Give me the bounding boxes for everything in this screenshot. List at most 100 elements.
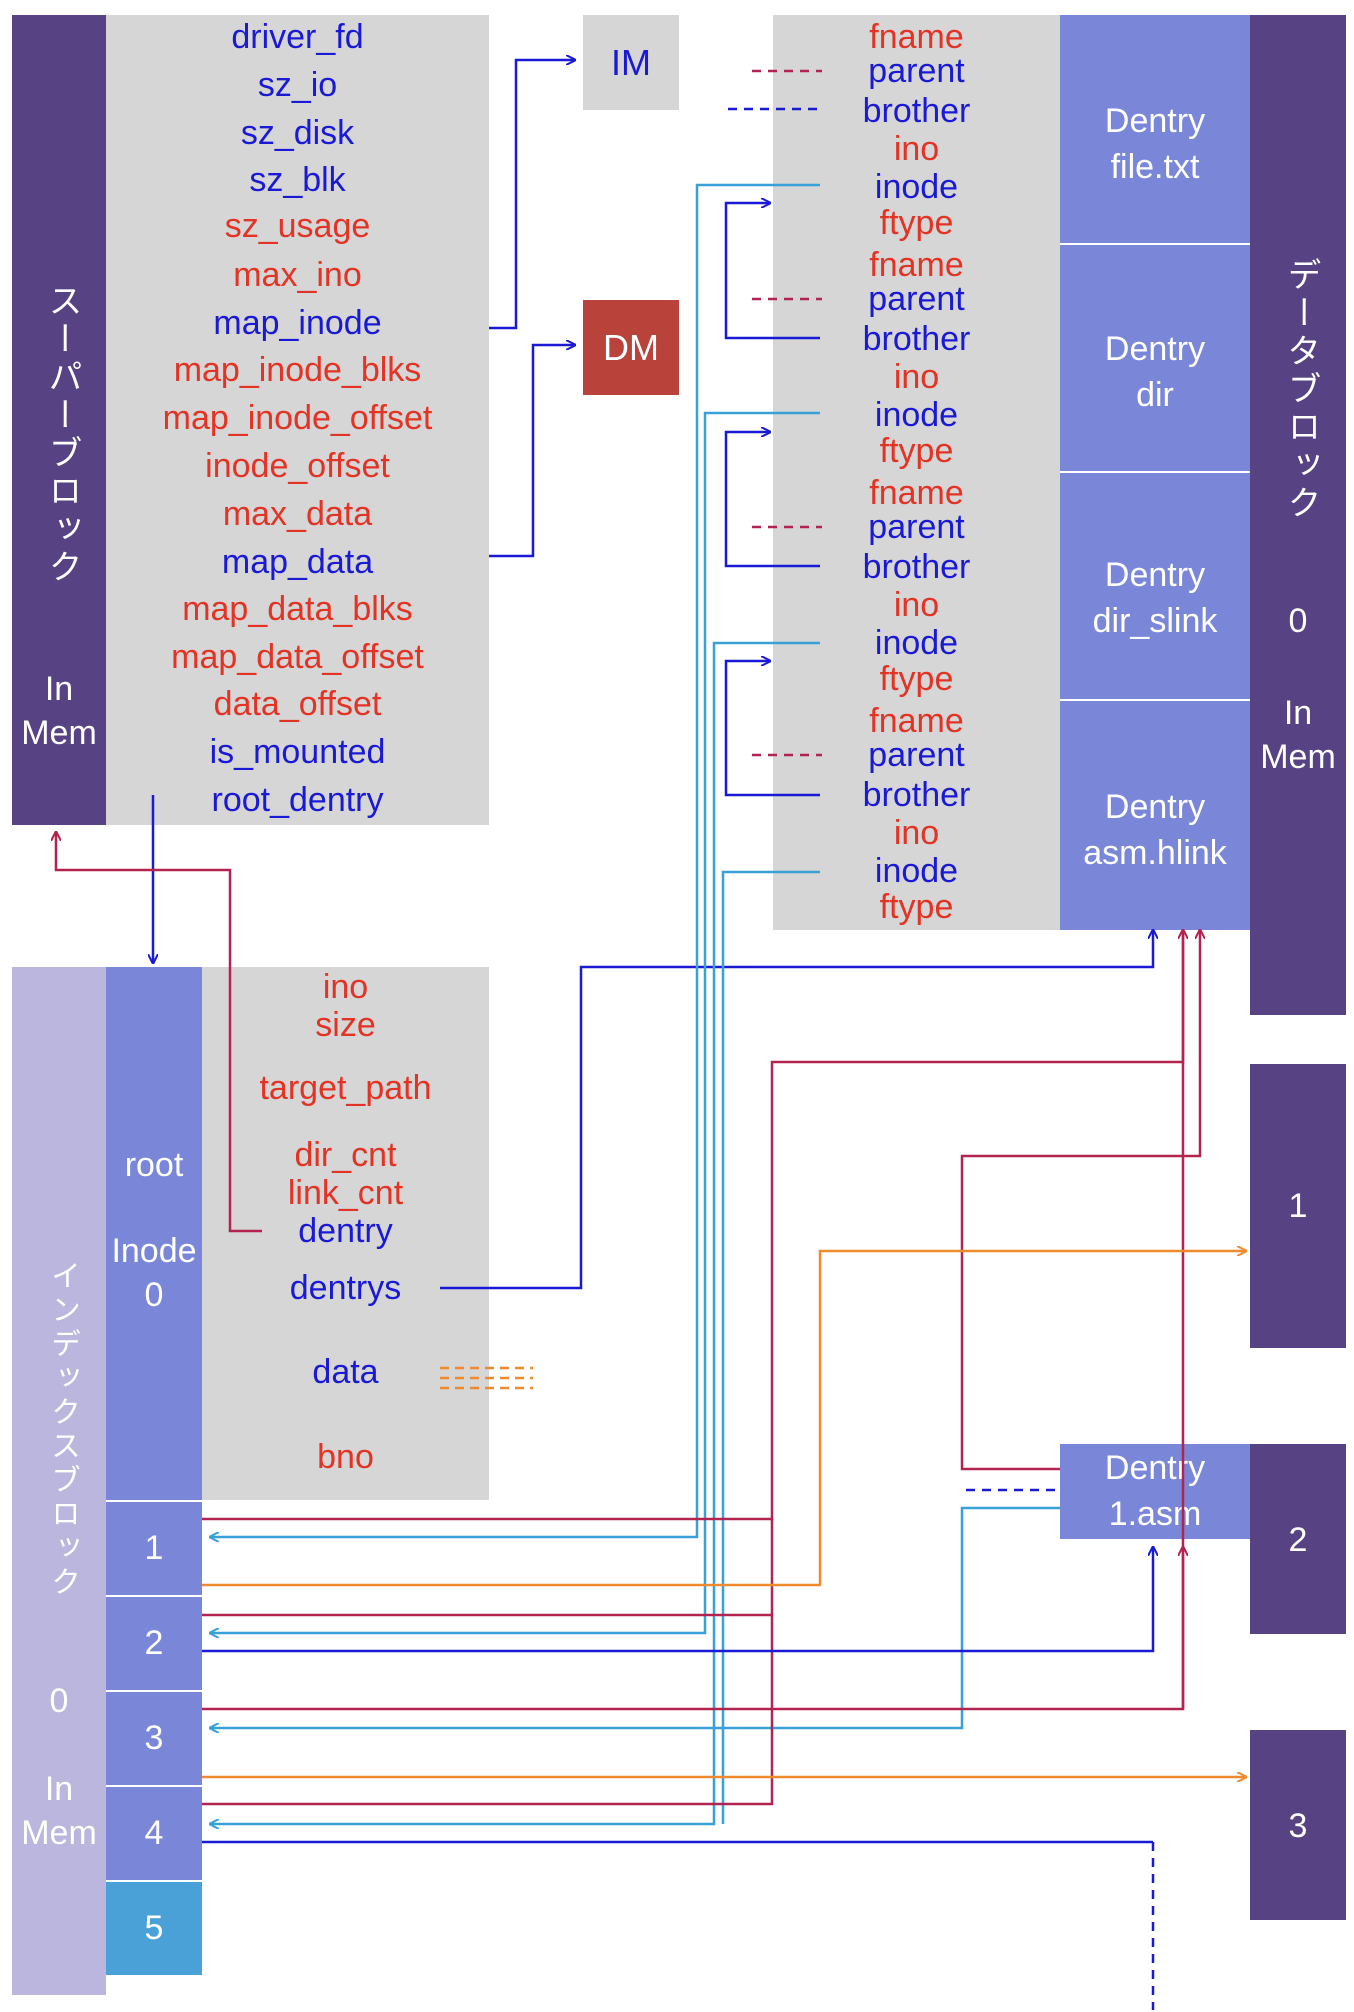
dentry-fields-panel: fname parent brother ino inode ftype fna…	[773, 15, 1060, 930]
inode-5: 5	[106, 1882, 202, 1975]
inode-1-dentry-link	[202, 930, 1183, 1521]
inode-2: 2	[106, 1597, 202, 1690]
datablock-3: 3	[1250, 1730, 1346, 1920]
dentry-divider	[1060, 471, 1250, 473]
dentry-asm-title: Dentry	[1104, 1449, 1206, 1487]
sb-field-sz-disk: sz_disk	[240, 114, 355, 152]
inode-0-label: Inode 0	[111, 1232, 197, 1314]
dentry-asm-parent-link	[960, 930, 1200, 1471]
dentry-2-fields: fname parent brother ino inode ftype	[773, 471, 1060, 699]
superblock-label-jp: スーパーブロック	[42, 283, 82, 587]
brother-link	[724, 432, 820, 568]
inode-1-label: 1	[144, 1529, 164, 1567]
dm-box: DM	[583, 300, 679, 395]
dentry-field-ino: ino	[893, 130, 940, 168]
sb-field-map-inode-blks: map_inode_blks	[173, 351, 422, 389]
dentry-field-brother: brother	[862, 548, 971, 586]
dentry-name-panel: Dentry file.txt Dentry dir Dentry dir_sl…	[1060, 15, 1250, 930]
inode-field-ino: ino	[322, 968, 369, 1006]
dentry-field-fname: fname	[869, 474, 964, 512]
map-inode-to-im-line	[489, 60, 575, 330]
sb-field-map-data-blks: map_data_blks	[182, 590, 413, 628]
brother-link	[724, 203, 820, 340]
superblock-label-mem: In Mem	[21, 670, 97, 752]
dentry-field-inode: inode	[874, 624, 959, 662]
dm-label: DM	[603, 327, 659, 368]
inode-4-label: 4	[144, 1814, 164, 1852]
dentry-field-parent: parent	[868, 736, 965, 774]
indexblock-label-mem: In Mem	[21, 1770, 97, 1852]
dentry-2-name: dir_slink	[1092, 602, 1218, 640]
datablock-0-label-panel: データブロック 0 In Mem	[1250, 15, 1346, 1015]
dentry-1-title: Dentry	[1104, 330, 1206, 368]
sb-field-map-inode-offset: map_inode_offset	[162, 399, 433, 437]
datablock-2-num: 2	[1288, 1521, 1308, 1559]
sb-field-driver-fd: driver_fd	[231, 18, 364, 56]
datablock-0-num: 0	[1288, 602, 1308, 640]
inode-1: 1	[106, 1502, 202, 1595]
sb-field-max-data: max_data	[222, 495, 373, 533]
sb-field-is-mounted: is_mounted	[209, 733, 386, 771]
inode-4: 4	[106, 1787, 202, 1880]
inode-field-bno: bno	[317, 1438, 374, 1476]
dentry-field-ftype: ftype	[879, 432, 954, 470]
dentry-field-fname: fname	[869, 702, 964, 740]
datablock-0-label-mem: In Mem	[1260, 694, 1336, 776]
root-label: root	[124, 1146, 184, 1184]
dentry-divider	[1060, 699, 1250, 701]
datablock-1: 1	[1250, 1064, 1346, 1348]
sb-field-root-dentry: root_dentry	[211, 781, 384, 819]
brother-link	[724, 661, 820, 797]
inode-4-dentry-link	[202, 1519, 774, 1806]
dentry-field-parent: parent	[868, 508, 965, 546]
dentry-field-parent: parent	[868, 52, 965, 90]
dentry-0-title: Dentry	[1104, 102, 1206, 140]
inode-2-label: 2	[144, 1624, 164, 1662]
dentry-3-title: Dentry	[1104, 788, 1206, 826]
dentry-field-ftype: ftype	[879, 204, 954, 242]
dentry-inode-to-inode-4	[210, 641, 820, 1824]
sb-field-sz-usage: sz_usage	[224, 207, 371, 245]
sb-field-inode-offset: inode_offset	[205, 447, 390, 485]
dentry-field-brother: brother	[862, 92, 971, 130]
dentry-field-parent: parent	[868, 280, 965, 318]
indexblock-label-jp: インデックスブロック	[45, 1260, 80, 1600]
sb-field-map-data-offset: map_data_offset	[171, 638, 424, 676]
inode-3-dentry-link	[202, 930, 1185, 1711]
dentry-field-inode: inode	[874, 168, 959, 206]
sb-field-sz-io: sz_io	[257, 66, 338, 104]
inode-fields-panel: ino size target_path dir_cnt link_cnt de…	[202, 967, 489, 1500]
inode-field-dir-cnt: dir_cnt	[294, 1136, 397, 1174]
dentry-divider	[1060, 243, 1250, 245]
datablock-2: 2	[1250, 1444, 1346, 1634]
dentry-2-title: Dentry	[1104, 556, 1206, 594]
inode-field-size: size	[315, 1006, 376, 1044]
dentry-field-ftype: ftype	[879, 660, 954, 698]
superblock-label-panel: スーパーブロック In Mem	[12, 15, 106, 825]
datablock-3-num: 3	[1288, 1807, 1308, 1845]
root-inode-label: root Inode 0	[106, 967, 202, 1500]
dentry-0-fields: fname parent brother ino inode ftype	[773, 15, 1060, 243]
data-pointer-dashes	[440, 1366, 533, 1390]
dentry-3-fields: fname parent brother ino inode ftype	[773, 699, 1060, 927]
dentry-field-inode: inode	[874, 396, 959, 434]
dentry-asm-inode-to-inode-3	[210, 1506, 1060, 1728]
inode-field-dentry: dentry	[298, 1212, 393, 1250]
dentry-field-ino: ino	[893, 814, 940, 852]
dentrys-to-dentry-line	[440, 930, 1153, 1290]
sb-field-map-data: map_data	[221, 543, 374, 581]
dentry-asm-name: 1.asm	[1108, 1495, 1202, 1533]
inode-field-dentrys: dentrys	[289, 1269, 402, 1307]
dentry-asm-box: Dentry 1.asm	[1060, 1444, 1250, 1539]
im-box: IM	[583, 15, 679, 110]
inode-5-label: 5	[144, 1909, 164, 1947]
map-data-to-dm-line	[489, 345, 575, 558]
indexblock-label-panel: インデックスブロック 0 In Mem	[12, 967, 106, 1995]
datablock-0-label-jp: データブロック	[1281, 257, 1321, 523]
inode-2-dentrys-link	[202, 1547, 1153, 1653]
superblock-fields-panel: driver_fd sz_io sz_disk sz_blk sz_usage …	[106, 15, 489, 825]
inode-3: 3	[106, 1692, 202, 1785]
inode-field-data: data	[312, 1353, 379, 1391]
dentry-field-ino: ino	[893, 586, 940, 624]
